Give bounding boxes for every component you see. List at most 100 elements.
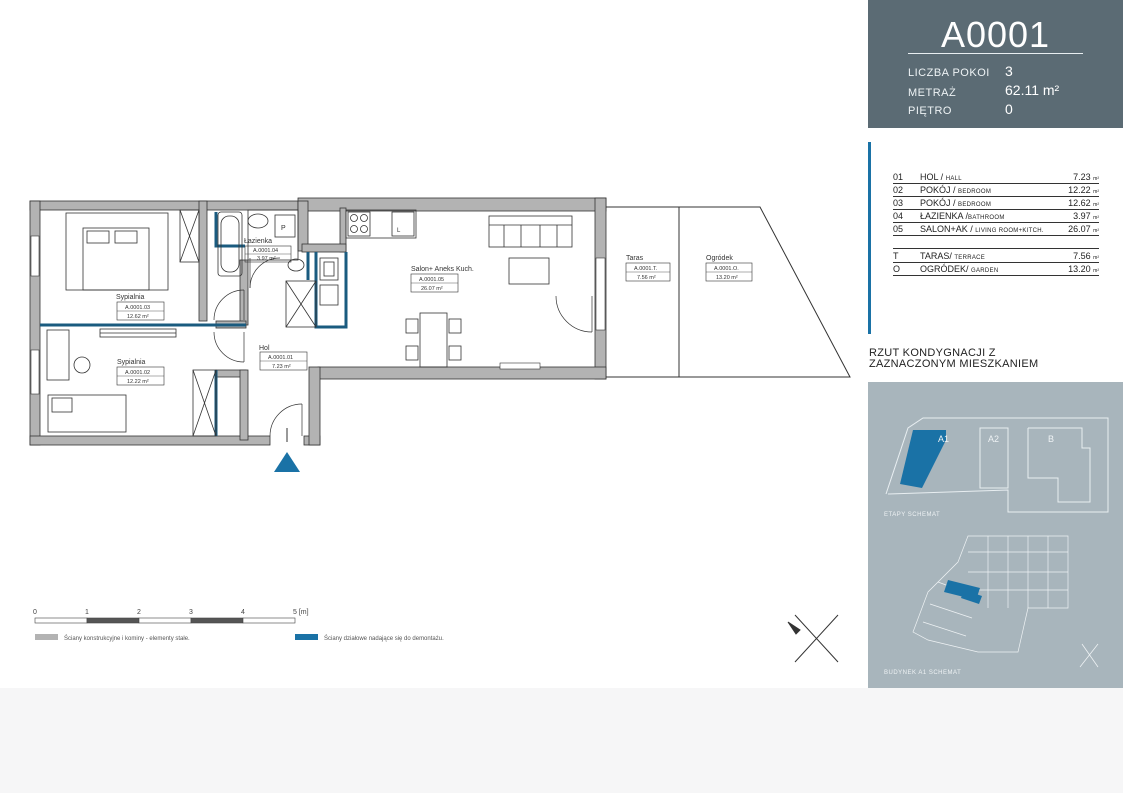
- legend-structural: Ściany konstrukcyjne i kominy - elementy…: [64, 634, 190, 642]
- p-mark: P: [281, 225, 286, 232]
- terrace-code: A.0001.T.: [634, 266, 658, 272]
- structural-walls: [29, 197, 607, 446]
- hall-name: Hol: [259, 345, 270, 352]
- room-name-en: BEDROOM: [958, 202, 992, 208]
- doors: [213, 257, 593, 437]
- scale-tick: 1: [85, 609, 89, 616]
- bathroom-area: 3.97 m²: [257, 256, 276, 262]
- bathroom-code: A.0001.04: [253, 248, 278, 254]
- room-row: 04 ŁAZIENKA /BATHROOM 3.97 m²: [893, 210, 1099, 223]
- outdoor-name: TARAS/: [920, 251, 955, 261]
- bedroom-furniture: [46, 212, 177, 433]
- kitchen-fixtures: [319, 211, 415, 306]
- hall-code: A.0001.01: [268, 355, 293, 361]
- living-furniture: [405, 215, 573, 368]
- terrace-garden: [606, 206, 851, 378]
- table-divider: [893, 248, 1099, 249]
- room-name-en: BATHROOM: [968, 215, 1005, 221]
- room-area: 12.62: [1068, 198, 1091, 208]
- spec-value-floor: 0: [1005, 101, 1013, 117]
- room-name-en: BEDROOM: [958, 189, 992, 195]
- garden-area: 13.20 m²: [716, 275, 738, 281]
- stage-label: A1: [938, 434, 949, 444]
- outdoor-area: 7.56: [1073, 251, 1091, 261]
- scale-tick: 4: [241, 609, 245, 616]
- bedroom2-code: A.0001.02: [125, 370, 150, 376]
- stages-caption: ETAPY SCHEMAT: [884, 512, 941, 518]
- room-no: 05: [893, 224, 904, 234]
- windows: [30, 235, 606, 395]
- living-code: A.0001.05: [419, 277, 444, 283]
- living-area: 26.07 m²: [421, 286, 443, 292]
- room-no: 02: [893, 185, 904, 195]
- outdoor-unit: m²: [1093, 255, 1099, 261]
- room-name: POKÓJ /: [920, 185, 959, 195]
- entrance-arrow-icon: [274, 452, 300, 472]
- accent-bar: [868, 142, 871, 334]
- garden-name: Ogródek: [706, 255, 733, 262]
- legend-removable: Ściany działowe nadające się do demontaż…: [324, 634, 444, 642]
- bedroom2-area: 12.22 m²: [127, 379, 149, 385]
- room-name: HOL /: [920, 172, 946, 182]
- outdoor-row: O OGRÓDEK/ GARDEN 13.20 m²: [893, 263, 1099, 276]
- room-area: 12.22: [1068, 185, 1091, 195]
- room-labels: Łazienka A.0001.04 3.97 m² Salon+ Aneks …: [116, 238, 753, 386]
- room-row: 03 POKÓJ / BEDROOM 12.62 m²: [893, 197, 1099, 210]
- room-no: 03: [893, 198, 904, 208]
- schema-title-line1: RZUT KONDYGNACJI Z: [869, 347, 996, 359]
- outdoor-no: T: [893, 251, 899, 261]
- room-name: SALON+AK /: [920, 224, 976, 234]
- bedroom1-name: Sypialnia: [116, 294, 145, 301]
- room-row: 02 POKÓJ / BEDROOM 12.22 m²: [893, 184, 1099, 197]
- bedroom2-name: Sypialnia: [117, 359, 146, 366]
- room-unit: m²: [1093, 176, 1099, 182]
- room-area: 7.23: [1073, 172, 1091, 182]
- scale-tick: 2: [137, 609, 141, 616]
- bedroom1-code: A.0001.03: [125, 305, 150, 311]
- schema-panel: A1 A2 B ETAPY SCHEMAT BUDYNEK A1 SCHEMAT: [868, 382, 1123, 690]
- room-no: 04: [893, 211, 904, 221]
- room-row: 01 HOL / HALL 7.23 m²: [893, 171, 1099, 184]
- room-name: POKÓJ /: [920, 198, 959, 208]
- outdoor-name: OGRÓDEK/: [920, 264, 972, 274]
- schema-drawing: A1 A2 B: [885, 417, 1109, 668]
- legend: Ściany konstrukcyjne i kominy - elementy…: [35, 634, 444, 642]
- scale-bar: 0 1 2 3 4 5 [m]: [33, 609, 309, 624]
- room-area: 3.97: [1073, 211, 1091, 221]
- spec-label-floor: PIĘTRO: [908, 105, 952, 117]
- terrace-name: Taras: [626, 255, 644, 262]
- room-unit: m²: [1093, 215, 1099, 221]
- living-name: Salon+ Aneks Kuch.: [411, 266, 474, 273]
- garden-code: A.0001.O.: [714, 266, 739, 272]
- room-name-en: LIVING ROOM+KITCH.: [975, 228, 1044, 234]
- unit-code: A0001: [940, 14, 1051, 55]
- hall-area: 7.23 m²: [272, 364, 291, 370]
- footer-strip: [0, 688, 1123, 793]
- terrace-area: 7.56 m²: [637, 275, 656, 281]
- outdoor-area: 13.20: [1068, 264, 1091, 274]
- k-mark: L: [397, 228, 401, 234]
- room-name: ŁAZIENKA /: [920, 211, 969, 221]
- spec-label-area: METRAŻ: [908, 87, 957, 99]
- floor-plan: P L Ł: [29, 197, 851, 663]
- outdoor-name-en: TERRACE: [954, 255, 986, 261]
- building-caption: BUDYNEK A1 SCHEMAT: [884, 670, 962, 676]
- unit-header-card: A0001 LICZBA POKOI 3 METRAŻ 62.11 m² PIĘ…: [868, 0, 1123, 128]
- bathroom-name: Łazienka: [244, 238, 272, 245]
- north-arrow-icon: [787, 614, 839, 663]
- room-no: 01: [893, 172, 904, 182]
- room-area: 26.07: [1068, 224, 1091, 234]
- outdoor-no: O: [893, 264, 901, 274]
- header-divider: [908, 53, 1083, 54]
- schema-title-line2: ZAZNACZONYM MIESZKANIEM: [869, 358, 1039, 370]
- scale-tick: 5 [m]: [293, 609, 309, 616]
- spec-value-rooms: 3: [1005, 63, 1013, 79]
- stage-label: B: [1048, 434, 1054, 444]
- scale-tick: 3: [189, 609, 193, 616]
- outdoor-unit: m²: [1093, 268, 1099, 274]
- outdoor-name-en: GARDEN: [971, 268, 999, 274]
- stage-label: A2: [988, 434, 999, 444]
- bedroom1-area: 12.62 m²: [127, 314, 149, 320]
- spec-value-area: 62.11 m²: [1005, 82, 1060, 98]
- spec-label-rooms: LICZBA POKOI: [908, 67, 990, 79]
